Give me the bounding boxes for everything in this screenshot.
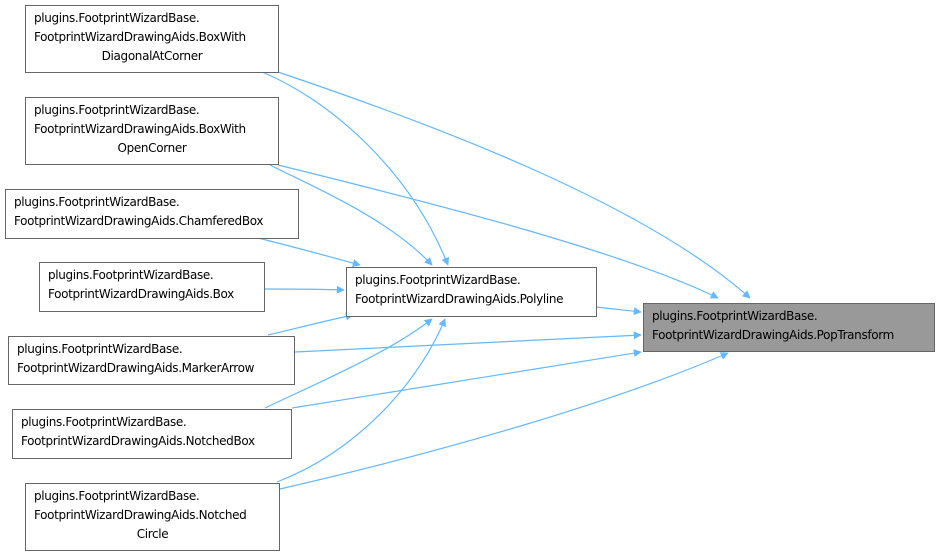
- node-polyline[interactable]: plugins.FootprintWizardBase. FootprintWi…: [346, 267, 597, 317]
- node-chamfered-box[interactable]: plugins.FootprintWizardBase. FootprintWi…: [5, 189, 299, 239]
- node-line: FootprintWizardDrawingAids.Box: [48, 287, 234, 301]
- node-line: plugins.FootprintWizardBase.: [652, 309, 818, 323]
- node-pop-transform[interactable]: plugins.FootprintWizardBase. FootprintWi…: [643, 303, 935, 352]
- edge-notched-circle-to-polyline: [276, 318, 446, 483]
- node-line: FootprintWizardDrawingAids.PopTransform: [652, 328, 894, 342]
- node-line: plugins.FootprintWizardBase.: [34, 489, 200, 503]
- node-line: FootprintWizardDrawingAids.BoxWith: [34, 122, 246, 136]
- edge-notched-box-to-pop-transform: [291, 349, 642, 409]
- node-line: FootprintWizardDrawingAids.NotchedBox: [21, 434, 255, 448]
- edge-chamfered-box-to-polyline: [257, 237, 361, 267]
- edge-polyline-to-pop-transform: [596, 306, 642, 316]
- edge-box-with-open-to-pop-transform: [277, 164, 719, 299]
- node-line: FootprintWizardDrawingAids.ChamferedBox: [14, 214, 264, 228]
- node-line: OpenCorner: [117, 141, 187, 155]
- node-box[interactable]: plugins.FootprintWizardBase. FootprintWi…: [39, 262, 265, 312]
- node-line: DiagonalAtCorner: [101, 49, 203, 63]
- node-line: plugins.FootprintWizardBase.: [34, 103, 200, 117]
- edge-box-to-polyline: [264, 285, 345, 294]
- node-line: plugins.FootprintWizardBase.: [14, 195, 180, 209]
- node-line: plugins.FootprintWizardBase.: [355, 273, 521, 287]
- node-line: plugins.FootprintWizardBase.: [21, 415, 187, 429]
- node-line: Circle: [136, 527, 169, 541]
- node-line: plugins.FootprintWizardBase.: [17, 342, 183, 356]
- edge-box-with-diagonal-to-polyline: [261, 71, 450, 266]
- edge-marker-arrow-to-polyline: [267, 312, 354, 336]
- node-line: plugins.FootprintWizardBase.: [34, 11, 200, 25]
- node-notched-box[interactable]: plugins.FootprintWizardBase. FootprintWi…: [12, 409, 292, 459]
- node-notched-circle[interactable]: plugins.FootprintWizardBase. FootprintWi…: [25, 483, 280, 551]
- node-line: FootprintWizardDrawingAids.Notched: [34, 508, 247, 522]
- edge-notched-box-to-polyline: [264, 318, 433, 409]
- edge-box-with-diagonal-to-pop-transform: [277, 71, 751, 299]
- node-box-with-diagonal-at-corner[interactable]: plugins.FootprintWizardBase. FootprintWi…: [25, 5, 279, 73]
- node-box-with-open-corner[interactable]: plugins.FootprintWizardBase. FootprintWi…: [25, 97, 279, 165]
- node-line: FootprintWizardDrawingAids.Polyline: [355, 292, 564, 306]
- node-line: FootprintWizardDrawingAids.MarkerArrow: [17, 361, 255, 375]
- node-marker-arrow[interactable]: plugins.FootprintWizardBase. FootprintWi…: [8, 336, 295, 385]
- node-line: plugins.FootprintWizardBase.: [48, 268, 214, 282]
- edge-box-with-open-to-polyline: [269, 164, 433, 266]
- node-line: FootprintWizardDrawingAids.BoxWith: [34, 30, 246, 44]
- edge-marker-arrow-to-pop-transform: [294, 331, 642, 353]
- edge-notched-circle-to-pop-transform: [279, 352, 729, 490]
